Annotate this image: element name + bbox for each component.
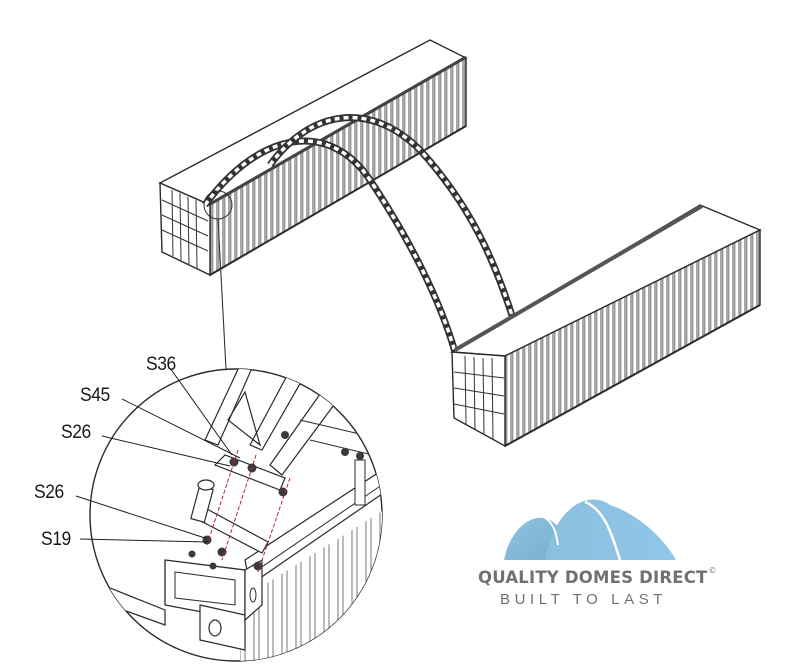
logo-domes-icon — [504, 499, 676, 561]
callout-label-s26-top: S26 — [61, 422, 91, 443]
callout-label-s36: S36 — [146, 354, 176, 375]
container-2-doors — [451, 351, 506, 448]
detail-leader-line — [217, 218, 227, 370]
leader-s19 — [79, 538, 209, 543]
container-2-base-rail — [453, 204, 704, 352]
callout-label-s45: S45 — [80, 385, 110, 406]
logo-tagline: BUILT TO LAST — [500, 591, 668, 608]
leader-s45 — [121, 398, 241, 459]
detail-view — [89, 368, 383, 662]
container-back-left — [158, 39, 468, 277]
container-2-door-bars — [453, 355, 505, 440]
logo-brand-text: QUALITY DOMES DIRECT — [478, 568, 708, 587]
container-1-door-bars — [161, 189, 209, 269]
callout-label-s19: S19 — [41, 529, 71, 550]
leader-s36 — [169, 367, 233, 456]
dome-truss-arches — [202, 114, 519, 353]
leader-s26-bottom — [75, 495, 206, 539]
leader-s26-top — [101, 435, 231, 467]
callout-leaders — [75, 367, 241, 543]
logo-brand-name: QUALITY DOMES DIRECT© — [478, 566, 717, 587]
alignment-lines — [206, 449, 291, 573]
callout-label-s26-bottom: S26 — [34, 482, 64, 503]
copyright-mark: © — [708, 566, 717, 575]
container-front-right — [449, 204, 762, 448]
